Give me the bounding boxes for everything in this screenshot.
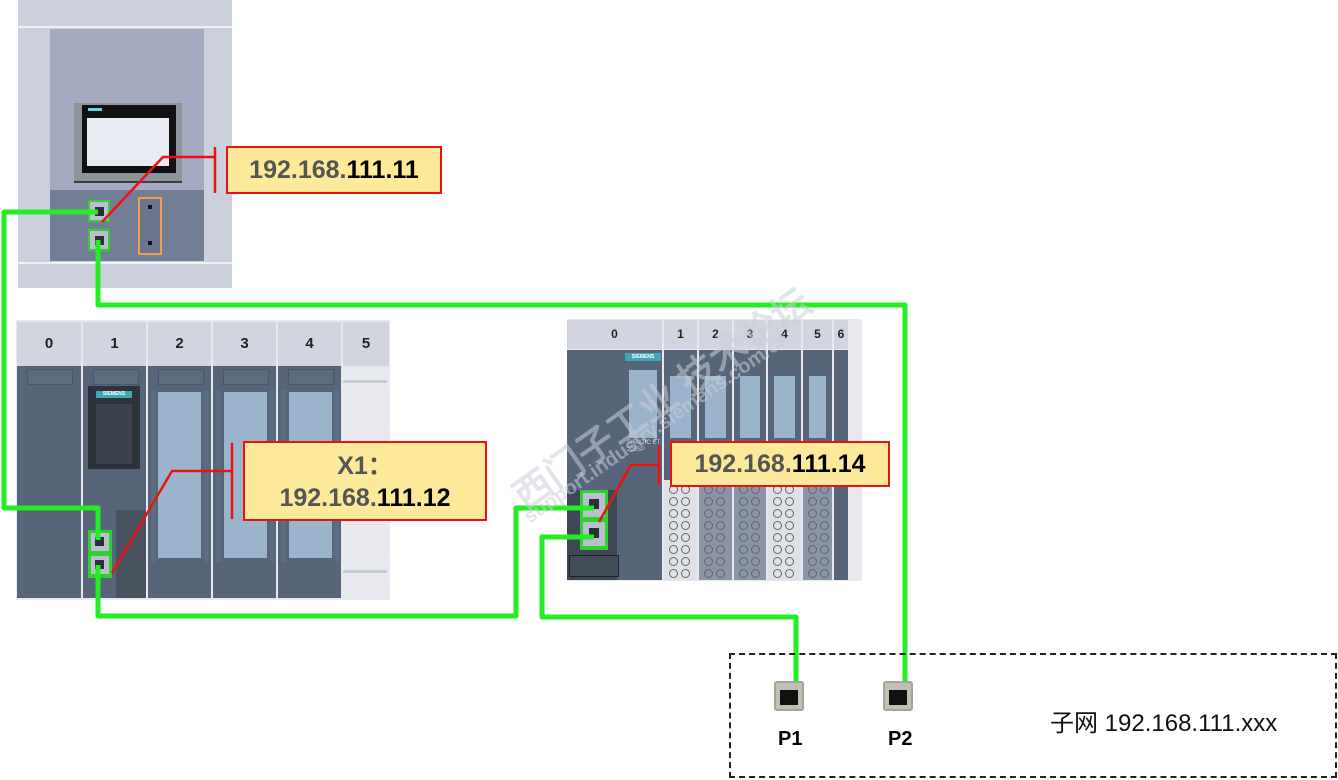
dsub-connector-icon [138,197,162,255]
module-led-block [158,369,204,385]
hmi-stripe [18,262,232,264]
interface-name: X1： [337,452,393,480]
io-panel [740,376,760,438]
ethernet-port-icon [95,537,104,546]
callout-line-et200sp [597,463,659,523]
et200sp-slot-header-0[interactable]: 0 [567,320,662,349]
ethernet-port-icon [95,560,104,569]
ip-prefix: 192.168. [279,484,377,512]
rack-slot-header-4[interactable]: 4 [278,322,341,366]
cpu-screen [96,404,132,464]
et200sp-slot-header-2[interactable]: 2 [699,320,732,349]
ethernet-port-icon [589,528,599,538]
module-led-block [93,369,139,385]
et200sp-slot-header-5[interactable]: 5 [803,320,832,349]
et200sp-slot-header-3[interactable]: 3 [734,320,766,349]
io-panel [158,392,201,558]
ethernet-port-icon [780,690,798,705]
ip-suffix: 111.12 [376,484,451,512]
module-led-block [223,369,269,385]
cable-hmi-to-cpu [1,209,101,540]
et200sp-slot-header-6[interactable]: 6 [834,320,848,349]
rack-slot-header-1[interactable]: 1 [83,322,146,366]
hmi-ip-label: 192.168.111.11 [226,146,442,194]
cpu-brand: SIEMENS [96,391,132,398]
et200sp-slot-header-4[interactable]: 4 [768,320,801,349]
ip-suffix: 111.14 [791,450,866,478]
switch-port-p2[interactable] [883,681,913,711]
ethernet-port-icon [95,207,104,216]
ip-suffix: 111.11 [346,156,419,184]
et200sp-port-p2[interactable] [583,522,605,546]
callout-line-hmi [101,155,215,223]
cpu-ip-label: X1： 192.168.111.12 [243,441,487,521]
callout-line-cpu [110,469,232,574]
et200sp-slot-header-1[interactable]: 1 [664,320,697,349]
module-led-block [27,369,73,385]
rack-slot-header-3[interactable]: 3 [213,322,276,366]
io-panel [670,376,691,438]
rack-slot-header-5[interactable]: 5 [343,322,389,366]
ethernet-port-icon [889,690,907,705]
et200sp-base [569,555,619,577]
port-label-p1: P1 [778,728,803,750]
ethernet-port-icon [589,499,599,509]
terminal-strip [204,390,209,562]
terminal-block [734,480,766,580]
siemens-logo-icon [88,108,102,111]
ip-prefix: 192.168. [694,450,792,478]
io-panel [629,370,657,438]
terminal-block [664,480,697,580]
terminal-block [699,480,732,580]
rack-slot-header-2[interactable]: 2 [148,322,211,366]
switch-port-p1[interactable] [774,681,804,711]
module-led-block [288,369,334,385]
terminal-strip [216,390,221,562]
io-panel [774,376,795,438]
et200sp-brand: SIEMENS [625,353,661,361]
port-label-p2: P2 [888,728,913,750]
et200sp-model: SIMATIC ET 200SP [627,440,661,453]
rack-slot-header-0[interactable]: 0 [17,322,81,366]
io-panel [705,376,726,438]
cable-hmi-to-switch-p2 [95,240,908,690]
et200sp-port-p1[interactable] [583,493,605,517]
subnet-group [729,653,1337,778]
ip-prefix: 192.168. [249,156,347,184]
hmi-stripe [18,26,232,28]
et200sp-ip-label: 192.168.111.14 [670,441,890,487]
rack-slot-0-module[interactable] [17,366,81,598]
hmi-screen [87,118,169,166]
cable-cpu-to-et200sp [95,505,594,619]
io-panel [809,376,826,438]
terminal-strip [151,390,156,562]
cable-et200sp-to-switch-p1 [539,534,799,690]
hmi-port-1[interactable] [88,200,110,222]
subnet-label: 子网 192.168.111.xxx [1050,710,1278,737]
hmi-interface-area [50,190,204,261]
